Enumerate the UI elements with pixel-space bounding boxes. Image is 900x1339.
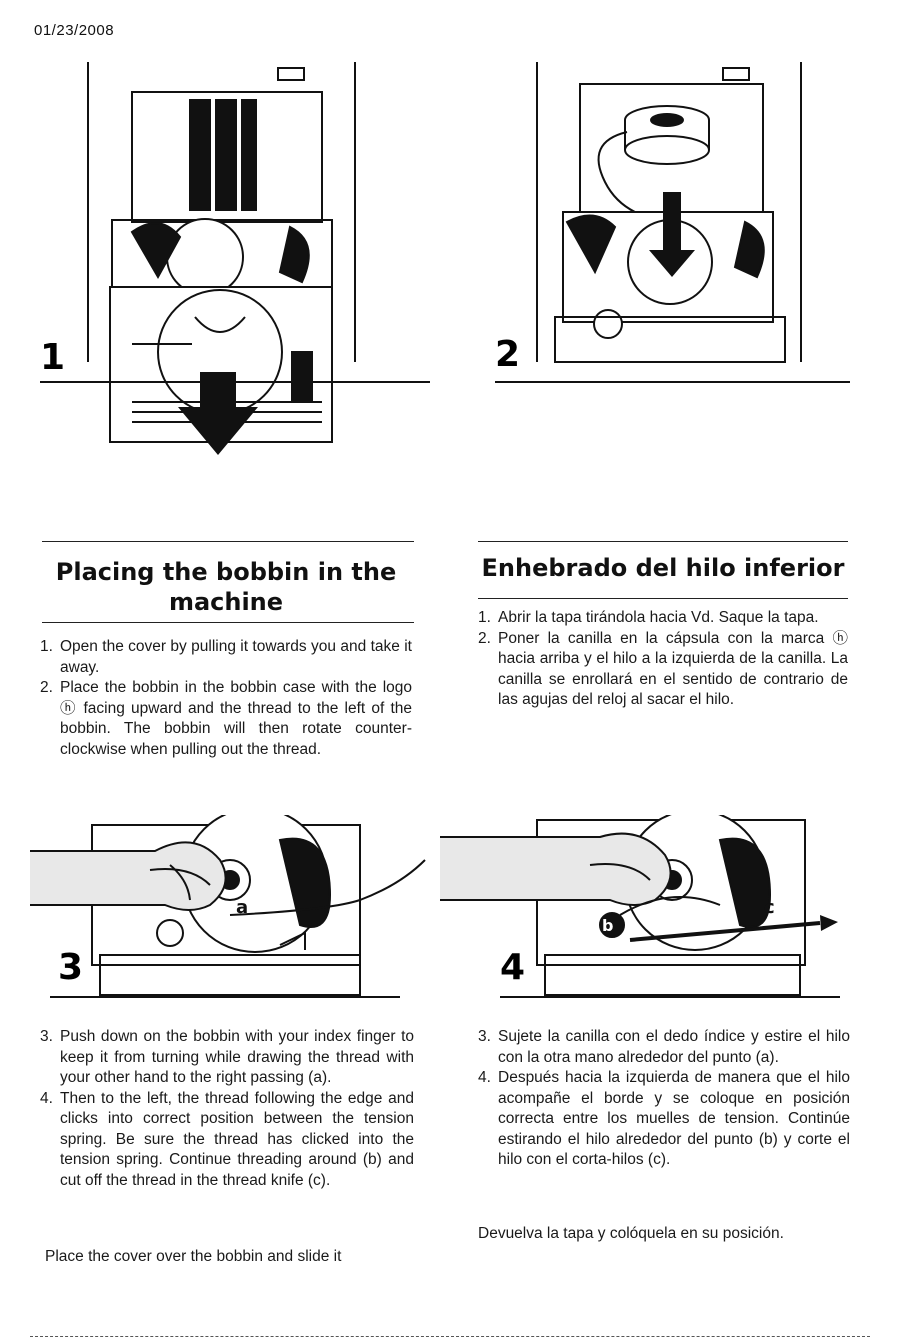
page-date: 01/23/2008 [34, 22, 115, 39]
figure-4-number: 4 [500, 947, 526, 988]
english-heading-rule-bottom [42, 622, 414, 623]
spanish-steps-top: 1.Abrir la tapa tirándola hacia Vd. Saqu… [478, 608, 848, 711]
spanish-steps-bottom: 3.Sujete la canilla con el dedo índice y… [478, 1027, 850, 1171]
figure-3-number: 3 [58, 947, 84, 988]
english-steps-top: 1.Open the cover by pulling it towards y… [40, 637, 412, 760]
figure-1-number: 1 [40, 337, 66, 378]
spanish-step-2: 2.Poner la canilla en la cápsula con la … [478, 629, 848, 709]
figure-2-illustration [495, 62, 850, 383]
page-bottom-border [30, 1336, 870, 1337]
figure-4-callout-c: c [764, 897, 775, 918]
english-closing-text: Place the cover over the bobbin and slid… [45, 1248, 342, 1265]
figure-3-hold-bobbin: a 3 [30, 815, 440, 1005]
english-step-3: 3.Push down on the bobbin with your inde… [40, 1028, 414, 1086]
english-steps-bottom: 3.Push down on the bobbin with your inde… [40, 1027, 414, 1191]
english-step-1: 1.Open the cover by pulling it towards y… [40, 638, 412, 676]
figure-4-illustration: b c [440, 815, 840, 998]
english-step-4: 4.Then to the left, the thread following… [40, 1089, 414, 1189]
spanish-heading: Enhebrado del hilo inferior [481, 554, 845, 582]
spanish-step-4: 4.Después hacia la izquierda de manera q… [478, 1069, 850, 1168]
spanish-heading-rule-bottom [478, 598, 848, 599]
english-heading: Placing the bobbin in the machine [55, 558, 397, 616]
figure-3-illustration: a [30, 815, 426, 998]
spanish-step-1: 1.Abrir la tapa tirándola hacia Vd. Saqu… [478, 609, 819, 626]
english-step-2: 2.Place the bobbin in the bobbin case wi… [40, 679, 412, 758]
spanish-closing-text: Devuelva la tapa y colóquela en su posic… [478, 1225, 784, 1242]
figure-2-number: 2 [495, 334, 521, 375]
spanish-heading-rule-top [478, 541, 848, 542]
figure-2-place-bobbin: 2 [495, 62, 850, 392]
english-heading-rule-top [42, 541, 414, 542]
figure-1-illustration [40, 62, 430, 455]
spanish-step-3: 3.Sujete la canilla con el dedo índice y… [478, 1028, 850, 1066]
figure-1-open-cover: 1 [40, 62, 430, 462]
figure-4-callout-b: b [602, 916, 613, 935]
figure-3-callout-a: a [236, 897, 248, 918]
figure-4-thread-tension: b c 4 [440, 815, 850, 1005]
